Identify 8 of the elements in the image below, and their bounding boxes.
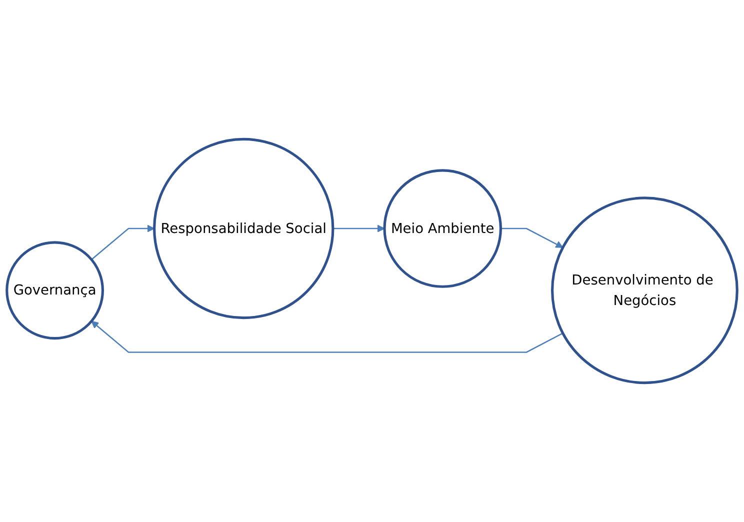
arrow <box>332 224 385 232</box>
arrow <box>500 228 564 248</box>
node-circle: Meio Ambiente <box>383 169 502 288</box>
arrow <box>91 224 155 260</box>
node-circle: Governança <box>6 241 104 340</box>
arrow <box>91 320 564 353</box>
node-circle: Responsabilidade Social <box>153 138 334 320</box>
node-circle: Desenvolvimento de Negócios <box>551 196 738 384</box>
